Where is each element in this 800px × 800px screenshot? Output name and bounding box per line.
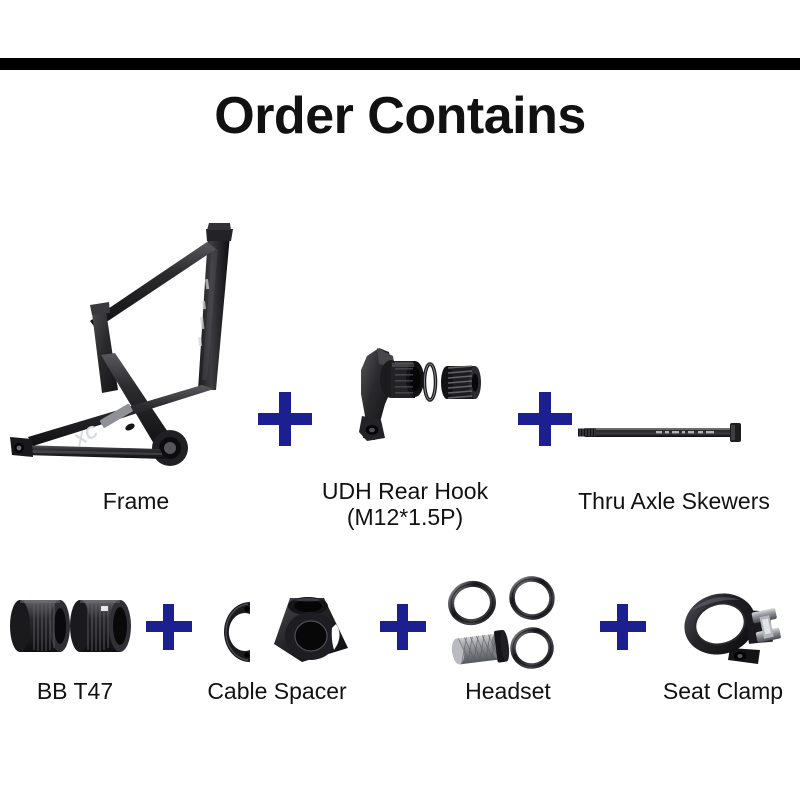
plus-separator-2 — [518, 392, 572, 446]
plus-separator-5 — [600, 604, 646, 650]
seat-clamp-caption: Seat Clamp — [662, 678, 784, 704]
udh-rear-hook-caption-line1: UDH Rear Hook — [321, 478, 489, 504]
udh-rear-hook-caption-line2: (M12*1.5P) — [346, 504, 464, 530]
udh-rear-hook-product-image — [355, 342, 485, 452]
bb-t47-caption: BB T47 — [36, 678, 114, 704]
cable-spacer-product-image — [198, 592, 350, 666]
plus-separator-1 — [258, 392, 312, 446]
thru-axle-skewers-caption: Thru Axle Skewers — [578, 488, 770, 514]
plus-separator-4 — [380, 604, 426, 650]
top-divider-rule — [0, 58, 800, 70]
page-title: Order Contains — [214, 87, 586, 145]
frame-caption: Frame — [102, 488, 170, 514]
bb-t47-product-image — [8, 588, 134, 664]
frame-product-image: XC — [2, 205, 270, 470]
seat-clamp-product-image — [668, 586, 784, 666]
headset-product-image — [440, 576, 570, 670]
headset-caption: Headset — [465, 678, 551, 704]
thru-axle-skewer-product-image — [578, 418, 750, 448]
udh-rear-hook-caption: UDH Rear Hook(M12*1.5P) — [290, 478, 520, 530]
cable-spacer-caption: Cable Spacer — [207, 678, 347, 704]
plus-separator-3 — [146, 604, 192, 650]
